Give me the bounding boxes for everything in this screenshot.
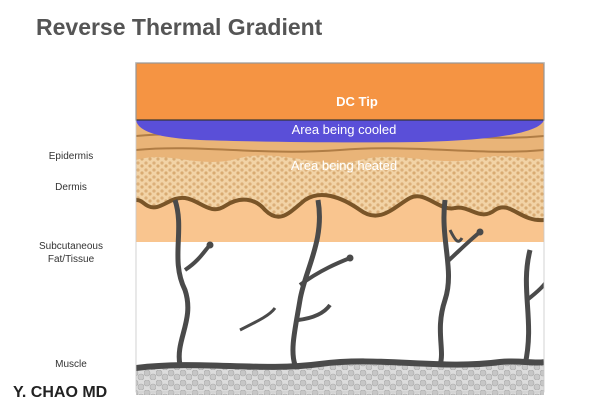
- dermis-label: Dermis: [55, 182, 87, 193]
- muscle-layer: [136, 361, 544, 395]
- dc-tip-label: DC Tip: [336, 94, 378, 109]
- fascia-line: [136, 358, 544, 371]
- cooled-zone-label: Area being cooled: [292, 122, 397, 137]
- epidermis-label: Epidermis: [48, 151, 94, 162]
- author-credit: Y. CHAO MD: [13, 384, 108, 401]
- cooled-zone: [136, 120, 544, 143]
- subcutaneous-label: Subcutaneous Fat/Tissue: [39, 241, 103, 265]
- dermis-layer: [136, 155, 544, 221]
- muscle-label: Muscle: [55, 359, 87, 370]
- heated-zone-label: Area being heated: [291, 158, 397, 173]
- dc-tip: [135, 62, 545, 121]
- diagram-title: Reverse Thermal Gradient: [36, 14, 323, 40]
